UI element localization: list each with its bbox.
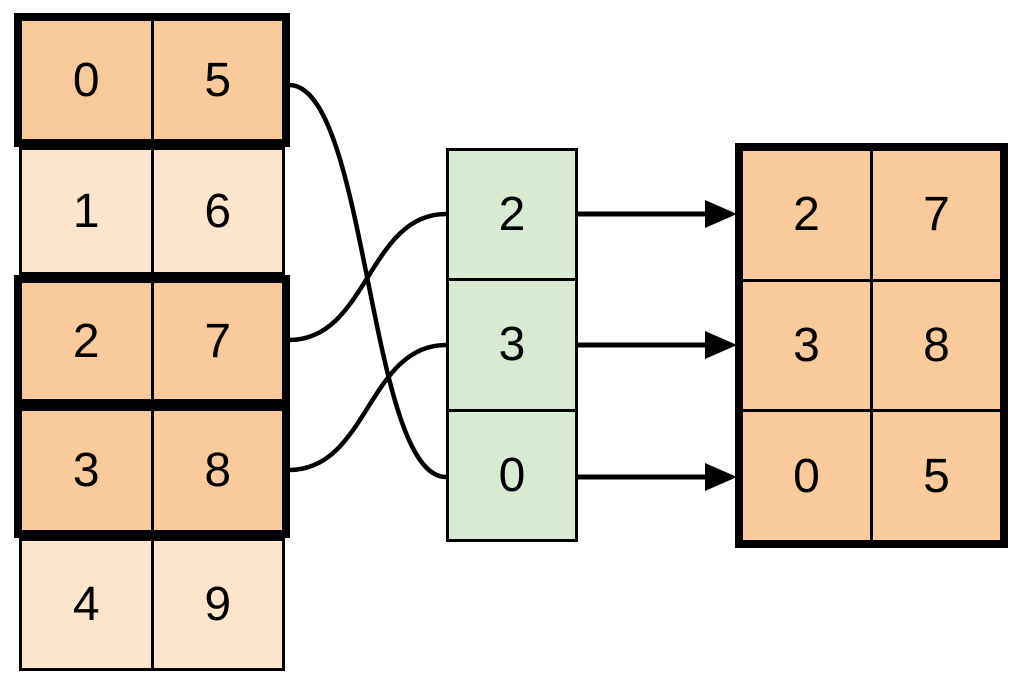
curve-row2-to-index2 — [288, 211, 447, 343]
source-cell-4-0: 4 — [22, 541, 154, 668]
source-row-1: 1 6 — [19, 147, 285, 275]
result-cell-0-1: 7 — [873, 151, 1000, 279]
curve-row0-to-index0 — [288, 82, 447, 480]
source-cell-0-0: 0 — [22, 21, 154, 139]
result-cell-2-1: 5 — [873, 412, 1000, 540]
index-cell-0: 2 — [498, 188, 526, 242]
source-cell-1-1: 6 — [204, 184, 232, 238]
index-cell-1: 3 — [449, 278, 575, 408]
source-row-4: 4 9 — [19, 538, 285, 671]
curve-row3-to-index3 — [288, 342, 447, 473]
arrow-index2-to-result-row0 — [578, 200, 737, 228]
source-row-0-highlighted: 0 5 — [14, 13, 290, 147]
arrow-index3-to-result-row1 — [578, 331, 737, 359]
result-cell-2-0: 0 — [743, 412, 870, 540]
source-row-2-highlighted: 2 7 — [14, 275, 290, 407]
source-cell-1-0: 1 — [22, 150, 154, 272]
source-cell-0-1: 5 — [204, 53, 232, 107]
result-cell-0-0: 2 — [743, 151, 870, 279]
source-cell-3-1: 8 — [204, 444, 232, 497]
index-cell-2: 0 — [449, 408, 575, 539]
source-cell-2-0: 2 — [22, 283, 154, 399]
result-cell-1-0: 3 — [743, 281, 870, 410]
source-cell-2-1: 7 — [204, 314, 232, 368]
result-cell-1-1: 8 — [873, 281, 1000, 410]
result-table: 2 7 3 8 0 5 — [735, 143, 1008, 548]
source-row-3-highlighted: 3 8 — [14, 403, 290, 538]
source-cell-3-0: 3 — [22, 411, 154, 530]
index-column: 2 3 0 — [446, 148, 578, 542]
arrow-index0-to-result-row2 — [578, 463, 737, 491]
source-cell-4-1: 9 — [204, 578, 232, 631]
